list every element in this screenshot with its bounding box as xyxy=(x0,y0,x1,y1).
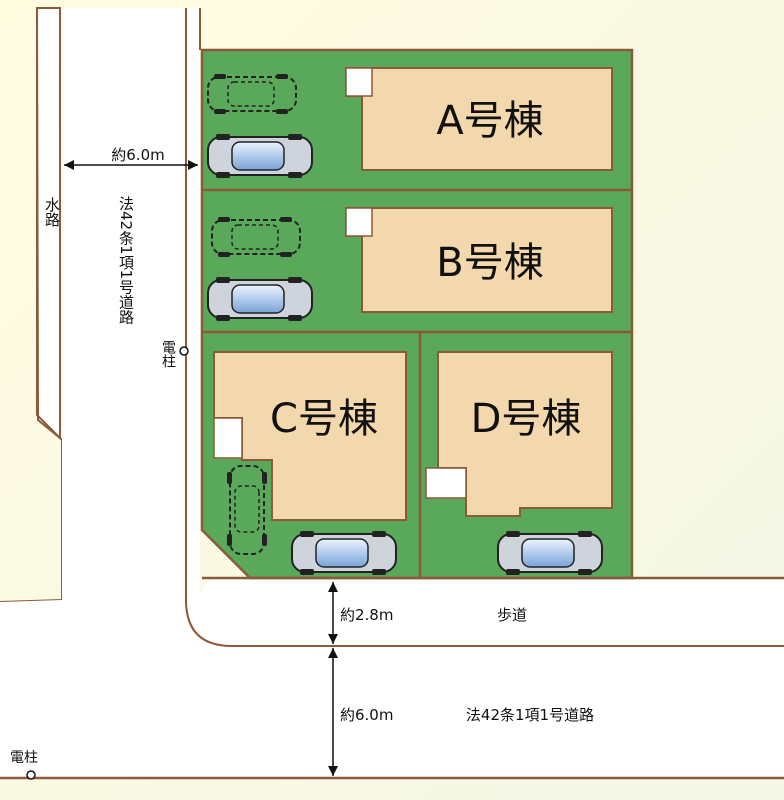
parking-car-a2 xyxy=(207,133,313,179)
parking-car-b2 xyxy=(207,276,313,322)
building-c: C号棟 xyxy=(213,351,407,521)
building-c-label: C号棟 xyxy=(270,396,378,442)
pole-top-marker xyxy=(179,346,189,356)
building-d: D号棟 xyxy=(425,351,613,517)
sidewalk-width-label: 約2.8m xyxy=(340,606,393,624)
left-road-width-label: 約6.0m xyxy=(111,146,164,164)
pole-bottom-label: 電柱 xyxy=(10,750,38,766)
front-road-width-label: 約6.0m xyxy=(340,706,393,724)
parking-car-d xyxy=(497,530,603,576)
front-road-label: 法42条1項1号道路 xyxy=(466,706,594,724)
building-a-label: A号棟 xyxy=(436,98,543,144)
pole-top-label: 電柱 xyxy=(160,340,176,368)
sidewalk-area xyxy=(186,8,784,646)
building-d-label: D号棟 xyxy=(471,396,582,442)
left-road-label: 法42条1項1号道路 xyxy=(117,196,135,324)
road-area xyxy=(0,8,784,778)
building-a: A号棟 xyxy=(345,67,613,171)
parking-car-c2 xyxy=(291,530,397,576)
waterway-label: 水路 xyxy=(43,197,61,227)
pole-bottom-marker xyxy=(26,770,36,780)
building-b: B号棟 xyxy=(345,207,613,313)
sidewalk-label: 歩道 xyxy=(497,606,527,624)
building-b-label: B号棟 xyxy=(436,240,543,286)
